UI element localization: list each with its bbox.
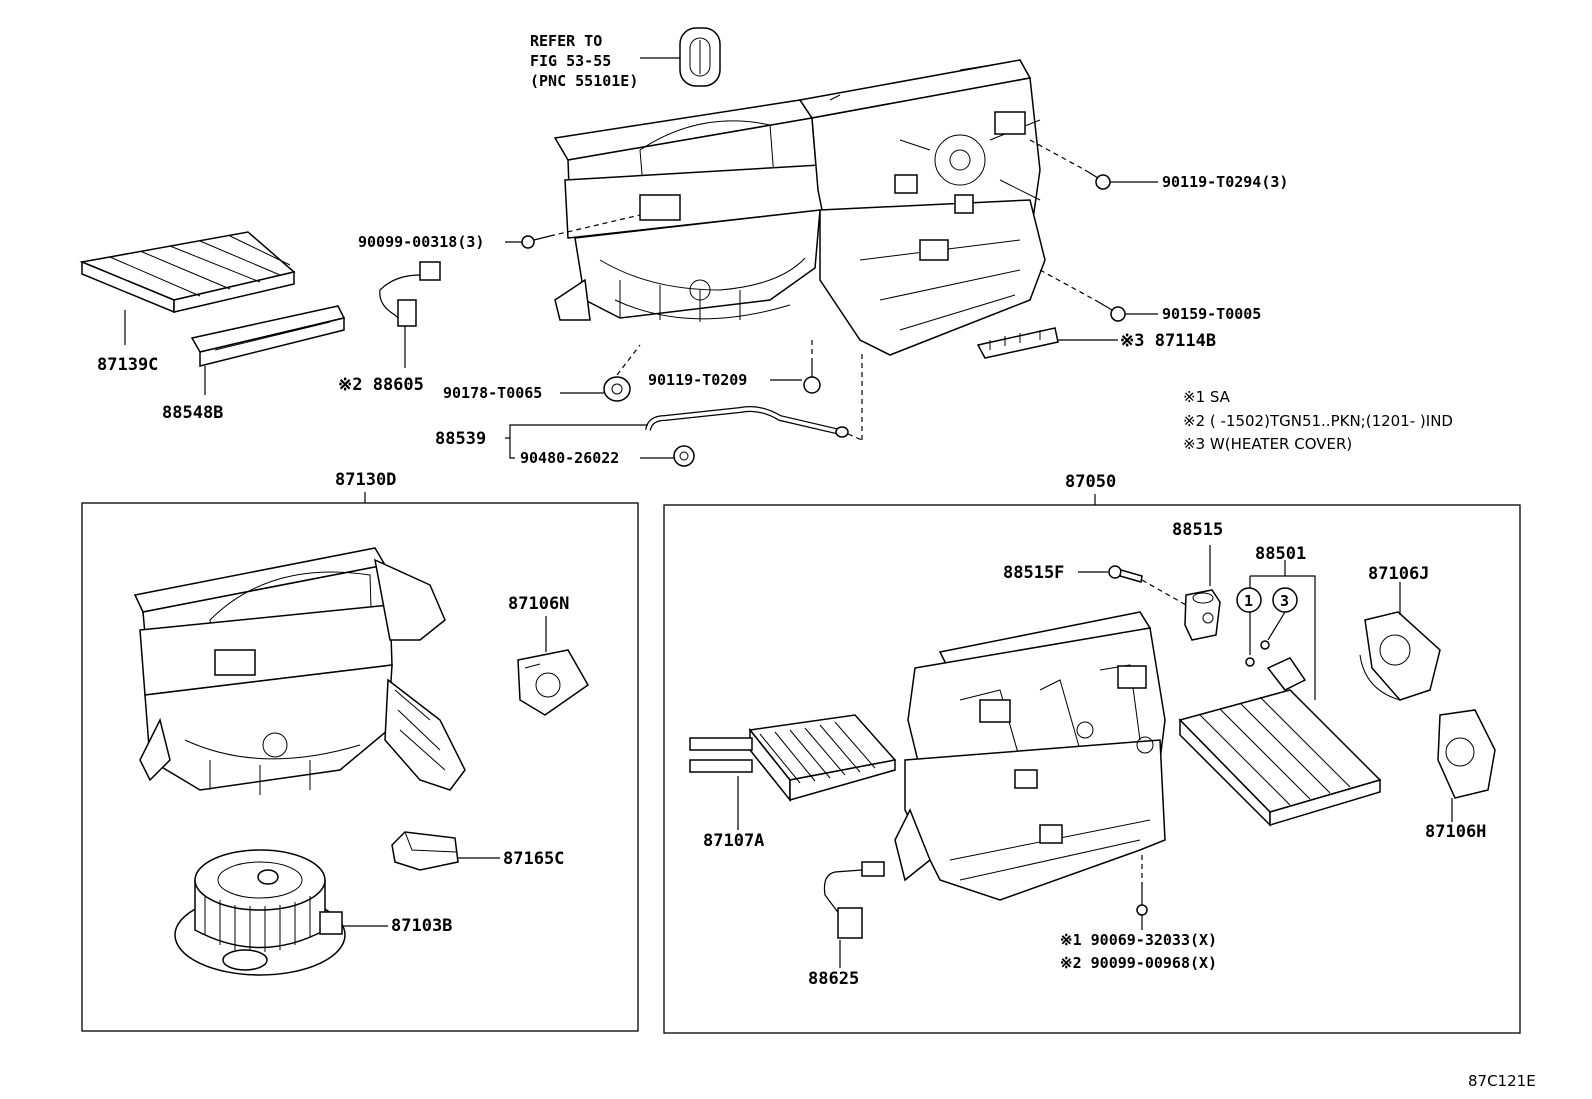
clamp-90480-26022 bbox=[673, 445, 695, 467]
drain-hose-88539 bbox=[645, 406, 849, 438]
servo-motor-87106N bbox=[517, 649, 589, 716]
label-88539: 88539 bbox=[435, 429, 486, 449]
circle-3-label: 3 bbox=[1280, 592, 1289, 610]
blower-housing-87130D bbox=[133, 547, 466, 795]
circle-1-label: 1 bbox=[1244, 592, 1253, 610]
expansion-valve-88515 bbox=[1184, 589, 1221, 641]
label-87103B: 87103B bbox=[391, 916, 452, 936]
heater-unit-body bbox=[894, 611, 1166, 901]
label-87165C: 87165C bbox=[503, 849, 564, 869]
filter-cover-88548B bbox=[190, 305, 346, 367]
label-87139C: 87139C bbox=[97, 355, 158, 375]
sensor-88605 bbox=[379, 261, 441, 327]
label-90178-T0065: 90178-T0065 bbox=[443, 384, 542, 402]
resistor-87165C bbox=[391, 831, 459, 871]
circle-marker-1 bbox=[1236, 587, 1262, 613]
note-2: ※2 ( -1502)TGN51..PKN;(1201- )IND bbox=[1183, 412, 1453, 430]
servo-motor-87106J bbox=[1359, 611, 1441, 701]
screw-90069-32033 bbox=[1136, 885, 1148, 916]
heater-box-frame bbox=[663, 504, 1521, 1034]
nut-90178-T0065 bbox=[603, 376, 631, 402]
label-87050: 87050 bbox=[1065, 472, 1116, 492]
circle-marker-3 bbox=[1272, 587, 1298, 613]
screw-90099-00318 bbox=[521, 235, 551, 249]
label-90099-00968: ※2 90099-00968(X) bbox=[1060, 954, 1217, 972]
label-87106N: 87106N bbox=[508, 594, 569, 614]
air-filter-87139C bbox=[79, 231, 296, 314]
label-88515: 88515 bbox=[1172, 520, 1223, 540]
screw-90159-T0005 bbox=[1094, 299, 1126, 322]
label-90119-T0209: 90119-T0209 bbox=[648, 371, 747, 389]
label-90159-T0005: 90159-T0005 bbox=[1162, 305, 1261, 323]
label-88515F: 88515F bbox=[1003, 563, 1064, 583]
note-3: ※3 W(HEATER COVER) bbox=[1183, 435, 1352, 453]
heater-unit-assembly bbox=[553, 59, 1046, 356]
label-87106H: 87106H bbox=[1425, 822, 1486, 842]
label-87114B: ※3 87114B bbox=[1120, 331, 1216, 351]
blower-box-frame bbox=[81, 502, 639, 1032]
label-88548B: 88548B bbox=[162, 403, 223, 423]
refer-line3: (PNC 55101E) bbox=[530, 72, 638, 90]
heater-core-87107A bbox=[689, 714, 897, 803]
heater-cover-87114B bbox=[976, 327, 1059, 359]
label-90119-T0294: 90119-T0294(3) bbox=[1162, 173, 1288, 191]
refer-line1: REFER TO bbox=[530, 32, 602, 50]
seal-grommet-part bbox=[679, 27, 721, 87]
label-88605: ※2 88605 bbox=[338, 375, 424, 395]
label-88625: 88625 bbox=[808, 969, 859, 989]
sensor-88625 bbox=[823, 861, 885, 939]
refer-line2: FIG 53-55 bbox=[530, 52, 611, 70]
label-87130D: 87130D bbox=[335, 470, 396, 490]
figure-code: 87C121E bbox=[1468, 1072, 1536, 1090]
servo-motor-87106H bbox=[1437, 709, 1496, 799]
screw-90119-T0294 bbox=[1084, 169, 1111, 190]
blower-motor-87103B bbox=[174, 849, 346, 976]
label-90099-00318: 90099-00318(3) bbox=[358, 233, 484, 251]
screw-90119-T0209 bbox=[803, 360, 821, 394]
label-90069-32033: ※1 90069-32033(X) bbox=[1060, 931, 1217, 949]
evaporator-88501 bbox=[1178, 657, 1382, 827]
label-87106J: 87106J bbox=[1368, 564, 1429, 584]
label-87107A: 87107A bbox=[703, 831, 764, 851]
note-1: ※1 SA bbox=[1183, 388, 1231, 406]
label-88501: 88501 bbox=[1255, 544, 1306, 564]
label-90480-26022: 90480-26022 bbox=[520, 449, 619, 467]
bolt-88515F bbox=[1108, 565, 1143, 583]
